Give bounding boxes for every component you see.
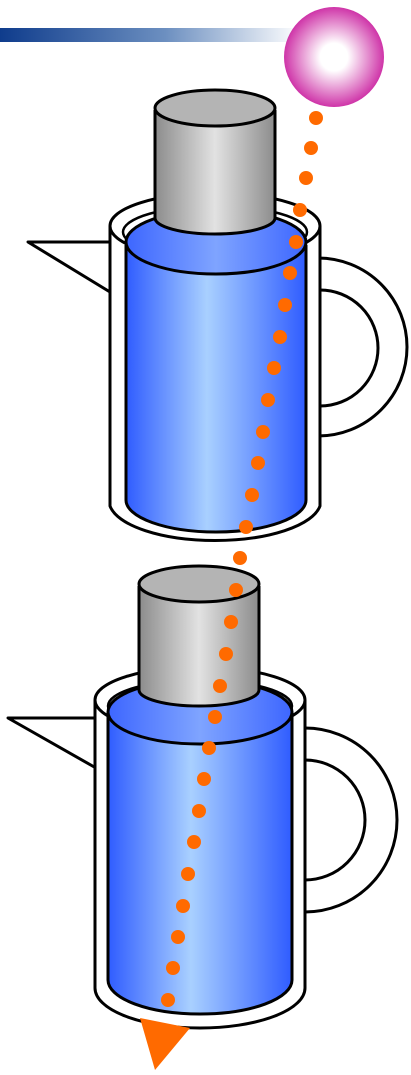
- dotted-path: [161, 111, 323, 1007]
- lower-pitcher-lid: [137, 586, 261, 708]
- upper-pitcher-spout: [26, 240, 112, 294]
- header-bar: [0, 28, 300, 42]
- lower-pitcher-handle: [304, 726, 399, 914]
- lower-pitcher-liquid: [106, 712, 294, 1016]
- lower-pitcher: [6, 564, 399, 1030]
- source-ball: [284, 7, 384, 107]
- upper-pitcher-lid: [153, 110, 277, 236]
- upper-pitcher-liquid: [124, 245, 308, 534]
- exit-arrow: [140, 1018, 190, 1070]
- lower-pitcher-spout: [6, 716, 98, 770]
- upper-pitcher: [26, 88, 409, 543]
- upper-pitcher-handle: [317, 256, 409, 438]
